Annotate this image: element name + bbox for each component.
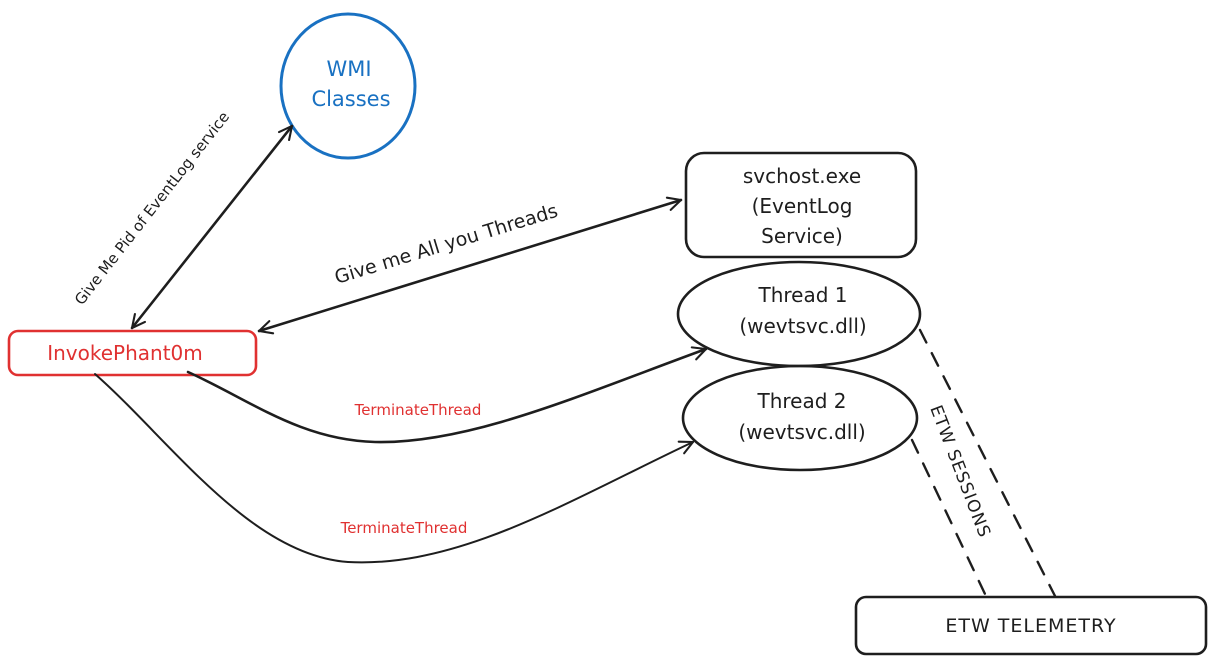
threads-query-label: Give me All you Threads — [332, 200, 560, 289]
wmi-classes-node[interactable]: WMI Classes — [279, 12, 417, 160]
thread1-node[interactable]: Thread 1 (wevtsvc.dll) — [676, 260, 922, 368]
terminate1-label: TerminateThread — [354, 401, 482, 419]
etw-sessions-label: ETW SESSIONS — [925, 403, 994, 541]
thread2-ellipse — [681, 364, 919, 472]
etw-dashed-line-1 — [918, 328, 1057, 598]
thread2-node[interactable]: Thread 2 (wevtsvc.dll) — [681, 364, 919, 472]
pid-query-arrow — [130, 124, 294, 330]
invoke-phantom-box — [7, 329, 258, 377]
thread1-label-line2: (wevtsvc.dll) — [739, 314, 866, 338]
svchost-box — [684, 151, 918, 259]
terminate2-arrow — [94, 373, 695, 564]
wmi-ellipse — [279, 12, 417, 160]
etw-dashed-line-2 — [910, 438, 987, 596]
wmi-label-line1: WMI — [326, 57, 371, 81]
edge-terminate1: TerminateThread — [186, 346, 708, 444]
edge-etw-sessions: ETW SESSIONS — [910, 328, 1057, 598]
edge-terminate2: TerminateThread — [94, 373, 695, 564]
edge-pid-query: Give Me Pid of EventLog service — [71, 108, 294, 330]
svchost-node[interactable]: svchost.exe (EventLog Service) — [684, 151, 918, 259]
etw-telemetry-label: ETW TELEMETRY — [945, 615, 1116, 637]
pid-query-label: Give Me Pid of EventLog service — [71, 108, 233, 308]
invoke-phantom-node[interactable]: InvokePhant0m — [7, 329, 258, 377]
svchost-label-line1: svchost.exe — [743, 164, 861, 188]
thread2-label-line2: (wevtsvc.dll) — [738, 420, 865, 444]
terminate1-arrow — [186, 346, 708, 444]
threads-query-arrow — [257, 196, 683, 335]
etw-telemetry-box — [854, 595, 1208, 656]
edge-threads-query: Give me All you Threads — [257, 196, 683, 335]
terminate2-label: TerminateThread — [340, 519, 468, 537]
thread2-label-line1: Thread 2 — [756, 389, 846, 413]
etw-telemetry-node[interactable]: ETW TELEMETRY — [854, 595, 1208, 656]
thread1-label-line1: Thread 1 — [757, 283, 847, 307]
svchost-label-line2: (EventLog — [752, 194, 853, 218]
wmi-label-line2: Classes — [311, 87, 390, 111]
invoke-phantom-label: InvokePhant0m — [47, 341, 203, 365]
svchost-label-line3: Service) — [761, 224, 843, 248]
